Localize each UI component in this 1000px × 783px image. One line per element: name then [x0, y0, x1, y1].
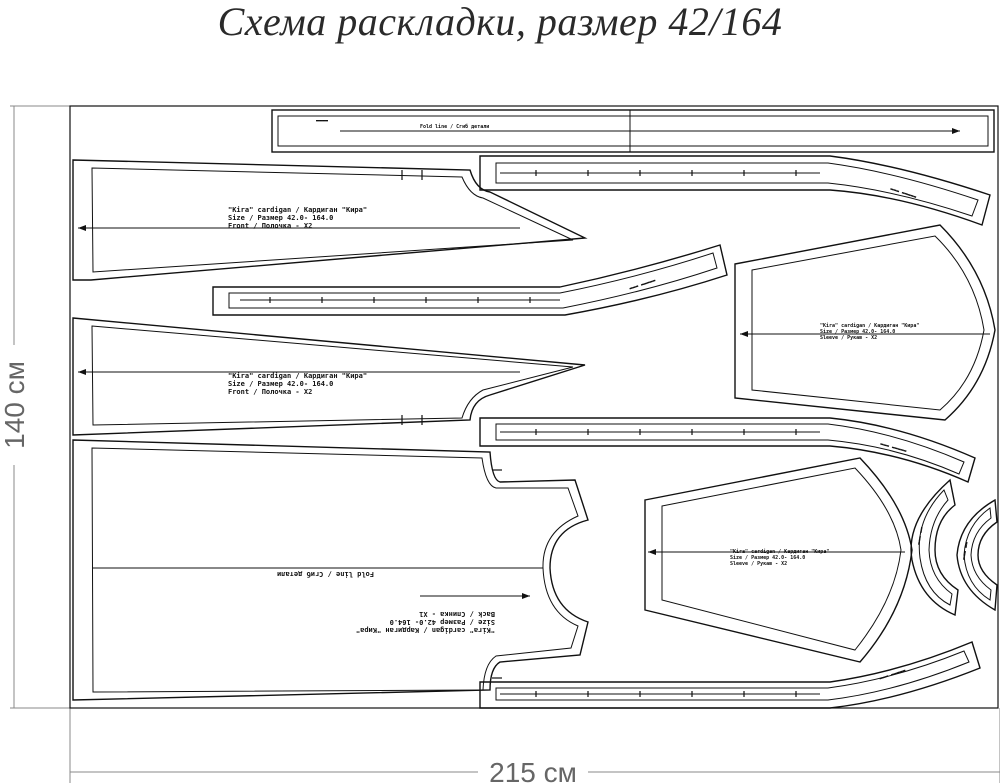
svg-text:▬▬▬ ▬▬▬▬▬: ▬▬▬ ▬▬▬▬▬ [879, 668, 907, 682]
sleeve-1-line3: Sleeve / Рукав - X2 [820, 335, 877, 341]
front-2-line1: "Kira" cardigan / Кардиган "Кира" [228, 372, 367, 380]
sleeve-2-line2: Size / Размер 42.0- 164.0 [730, 555, 805, 561]
sleeve-piece-2: "Kira" cardigan / Кардиган "Кира" Size /… [644, 457, 913, 663]
height-dimension: 140 см [0, 105, 70, 709]
front-band-strip-4: ▬▬▬ ▬▬▬▬▬ [479, 641, 981, 709]
front-1-line1: "Kira" cardigan / Кардиган "Кира" [228, 206, 367, 214]
front-2-line2: Size / Размер 42.0- 164.0 [228, 380, 333, 388]
front-band-strip-1: ▬▬▬ ▬▬▬▬▬ [479, 155, 991, 226]
svg-text:▬▬▬ ▬▬: ▬▬▬ ▬▬ [961, 542, 970, 561]
svg-text:▬▬▬ ▬▬▬▬▬: ▬▬▬ ▬▬▬▬▬ [879, 441, 907, 454]
page-title: Схема раскладки, размер 42/164 [217, 0, 783, 44]
sleeve-1-line2: Size / Размер 42.0- 164.0 [820, 329, 895, 335]
fabric-sheet [69, 105, 999, 709]
front-band-strip-2: ▬▬▬ ▬▬▬▬▬ [212, 244, 728, 316]
front-1-line2: Size / Размер 42.0- 164.0 [228, 214, 333, 222]
svg-text:▬▬▬ ▬▬▬▬▬: ▬▬▬ ▬▬▬▬▬ [889, 186, 917, 200]
cuff-piece-1: ▬▬▬ ▬▬ [910, 478, 959, 617]
front-piece-1: "Kira" cardigan / Кардиган "Кира" Size /… [72, 159, 588, 281]
front-2-line3: Front / Полочка - X2 [228, 388, 312, 396]
front-piece-2: "Kira" cardigan / Кардиган "Кира" Size /… [72, 317, 586, 436]
height-label: 140 см [0, 361, 30, 449]
sleeve-2-line3: Sleeve / Рукав - X2 [730, 561, 787, 567]
front-1-line3: Front / Полочка - X2 [228, 222, 312, 230]
width-label: 215 см [489, 757, 577, 783]
collar-fold-label: Fold line / Сгиб детали [420, 123, 489, 130]
back-fold-label: Fold line / Сгиб детали [277, 570, 374, 578]
sleeve-2-line1: "Kira" cardigan / Кардиган "Кира" [730, 549, 829, 555]
width-dimension: 215 см [69, 708, 1000, 783]
back-line2: Size / Размер 42.0- 164.0 [390, 618, 495, 626]
sleeve-piece-1: "Kira" cardigan / Кардиган "Кира" Size /… [734, 224, 996, 421]
collar-strip-piece: Fold line / Сгиб детали ▬▬▬▬ [271, 109, 995, 153]
svg-text:▬▬▬▬: ▬▬▬▬ [316, 118, 328, 124]
svg-text:▬▬▬ ▬▬: ▬▬▬ ▬▬ [916, 527, 925, 546]
cuff-piece-2: ▬▬▬ ▬▬ [956, 498, 998, 612]
front-band-strip-3: ▬▬▬ ▬▬▬▬▬ [479, 417, 976, 483]
back-line1: "Kira" cardigan / Кардиган "Кира" [356, 626, 495, 634]
back-piece: Fold line / Сгиб детали "Kira" cardigan … [72, 439, 589, 701]
sleeve-1-line1: "Kira" cardigan / Кардиган "Кира" [820, 323, 919, 329]
back-line3: Back / Спинка - X1 [419, 610, 495, 618]
